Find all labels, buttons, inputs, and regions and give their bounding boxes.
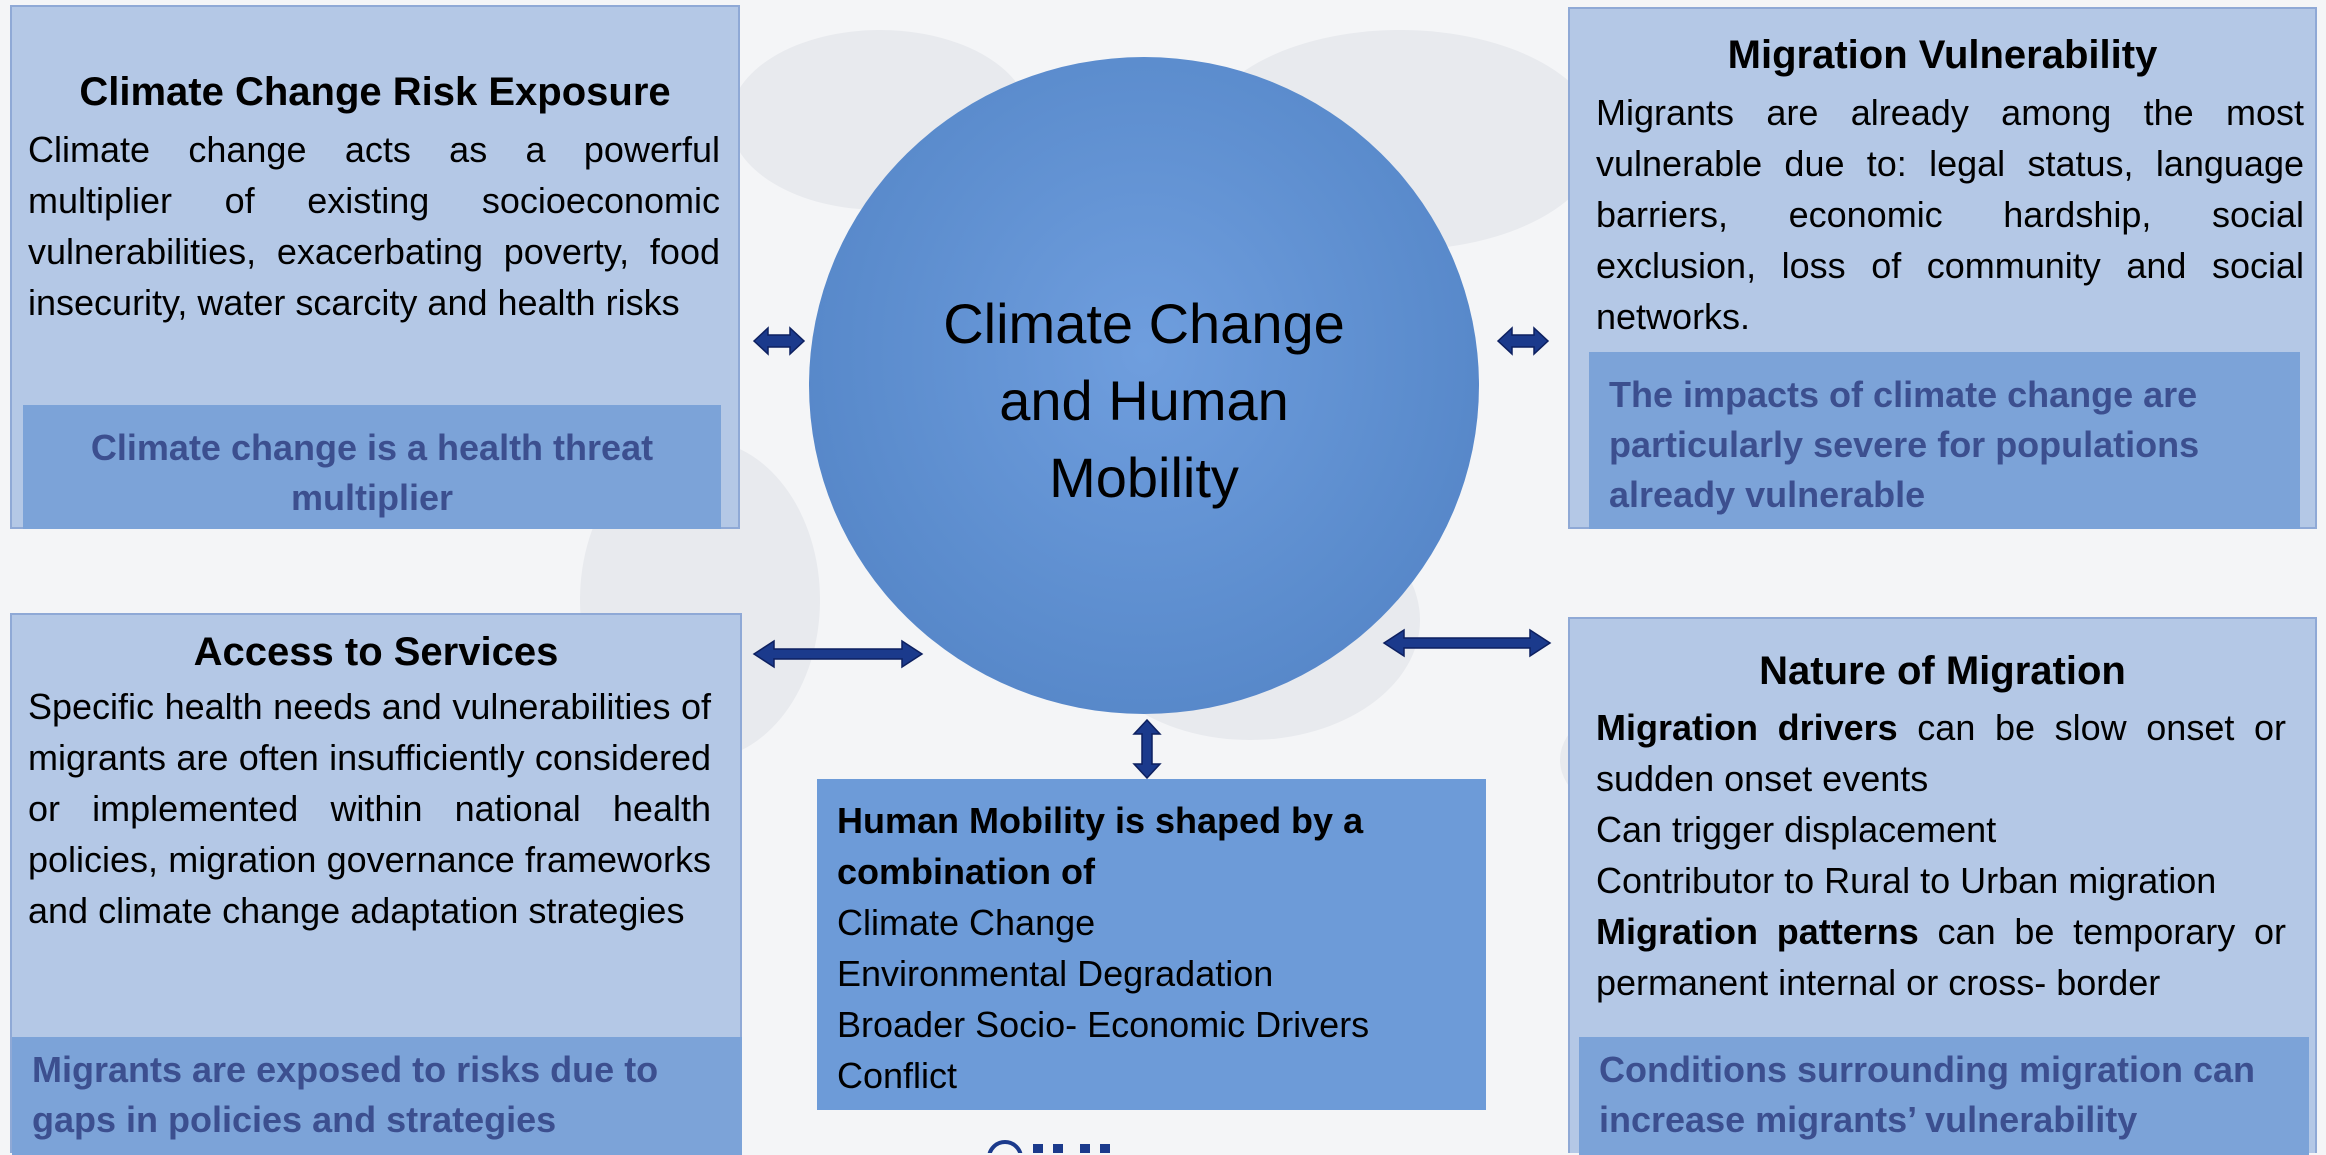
access-to-services-highlight: Migrants are exposed to risks due to gap… [12,1037,742,1155]
nature-of-migration-line-text: can be temporary or permanent internal o… [1596,911,2286,1003]
risk-exposure-highlight-text: Climate change is a health threat multip… [90,427,654,518]
central-circle: Climate Change and Human Mobility [809,57,1479,714]
central-title-line-3: Mobility [1049,446,1239,509]
access-to-services-title: Access to Services [193,630,559,674]
central-title-line-1: Climate Change [943,292,1345,355]
nature-of-migration-line-text: Can trigger displacement [1596,809,1997,850]
nature-of-migration-line-text: can be slow onset or sudden onset events [1596,707,2286,799]
nature-of-migration-line: Can trigger displacement [1596,804,2286,855]
nature-of-migration-panel: Nature of Migration Migration drivers ca… [1568,617,2317,1155]
human-mobility-item: Climate Change [837,902,1096,943]
migration-vulnerability-highlight-text: The impacts of climate change are partic… [1609,374,2200,515]
risk-exposure-highlight: Climate change is a health threat multip… [23,405,721,529]
double-arrow-icon-bottom-right [1382,628,1552,658]
double-arrow-icon-bottom-left [752,639,924,669]
double-arrow-icon-top-left [752,326,806,356]
nature-of-migration-line: Migration drivers can be slow onset or s… [1596,702,2286,804]
nature-of-migration-line-text: Contributor to Rural to Urban migration [1596,860,2217,901]
migration-vulnerability-highlight: The impacts of climate change are partic… [1589,352,2300,529]
nature-of-migration-line: Migration patterns can be temporary or p… [1596,906,2286,1008]
access-to-services-panel: Access to Services Specific health needs… [10,613,742,1155]
migration-vulnerability-title: Migration Vulnerability [1727,33,2158,77]
human-mobility-box: Human Mobility is shaped by a combinatio… [817,779,1486,1110]
human-mobility-item: Environmental Degradation [837,953,1274,994]
nature-of-migration-line-bold: Migration drivers [1596,707,1898,748]
nature-of-migration-highlight-text: Conditions surrounding migration can inc… [1599,1049,2255,1140]
nature-of-migration-highlight: Conditions surrounding migration can inc… [1579,1037,2309,1155]
central-title-line-2: and Human [999,369,1289,432]
human-mobility-item: Broader Socio- Economic Drivers [837,1004,1370,1045]
migration-vulnerability-body: Migrants are already among the most vuln… [1596,92,2304,337]
migration-vulnerability-panel: Migration Vulnerability Migrants are alr… [1568,7,2317,529]
nature-of-migration-line: Contributor to Rural to Urban migration [1596,855,2286,906]
human-mobility-item: Conflict [837,1055,958,1096]
access-to-services-highlight-text: Migrants are exposed to risks due to gap… [32,1049,659,1140]
risk-exposure-body: Climate change acts as a powerful multip… [28,129,720,323]
double-arrow-icon-top-right [1496,326,1550,356]
risk-exposure-title: Climate Change Risk Exposure [79,70,671,114]
double-arrow-icon-vertical [1132,718,1162,780]
nature-of-migration-title: Nature of Migration [1759,649,2126,693]
organization-logo [987,1140,1110,1153]
central-circle-title: Climate Change and Human Mobility [809,285,1479,516]
nature-of-migration-body: Migration drivers can be slow onset or s… [1596,702,2286,1008]
human-mobility-heading: Human Mobility is shaped by a combinatio… [837,800,1364,892]
risk-exposure-panel: Climate Change Risk Exposure Climate cha… [10,5,740,529]
nature-of-migration-line-bold: Migration patterns [1596,911,1919,952]
access-to-services-body: Specific health needs and vulnerabilitie… [28,686,711,931]
